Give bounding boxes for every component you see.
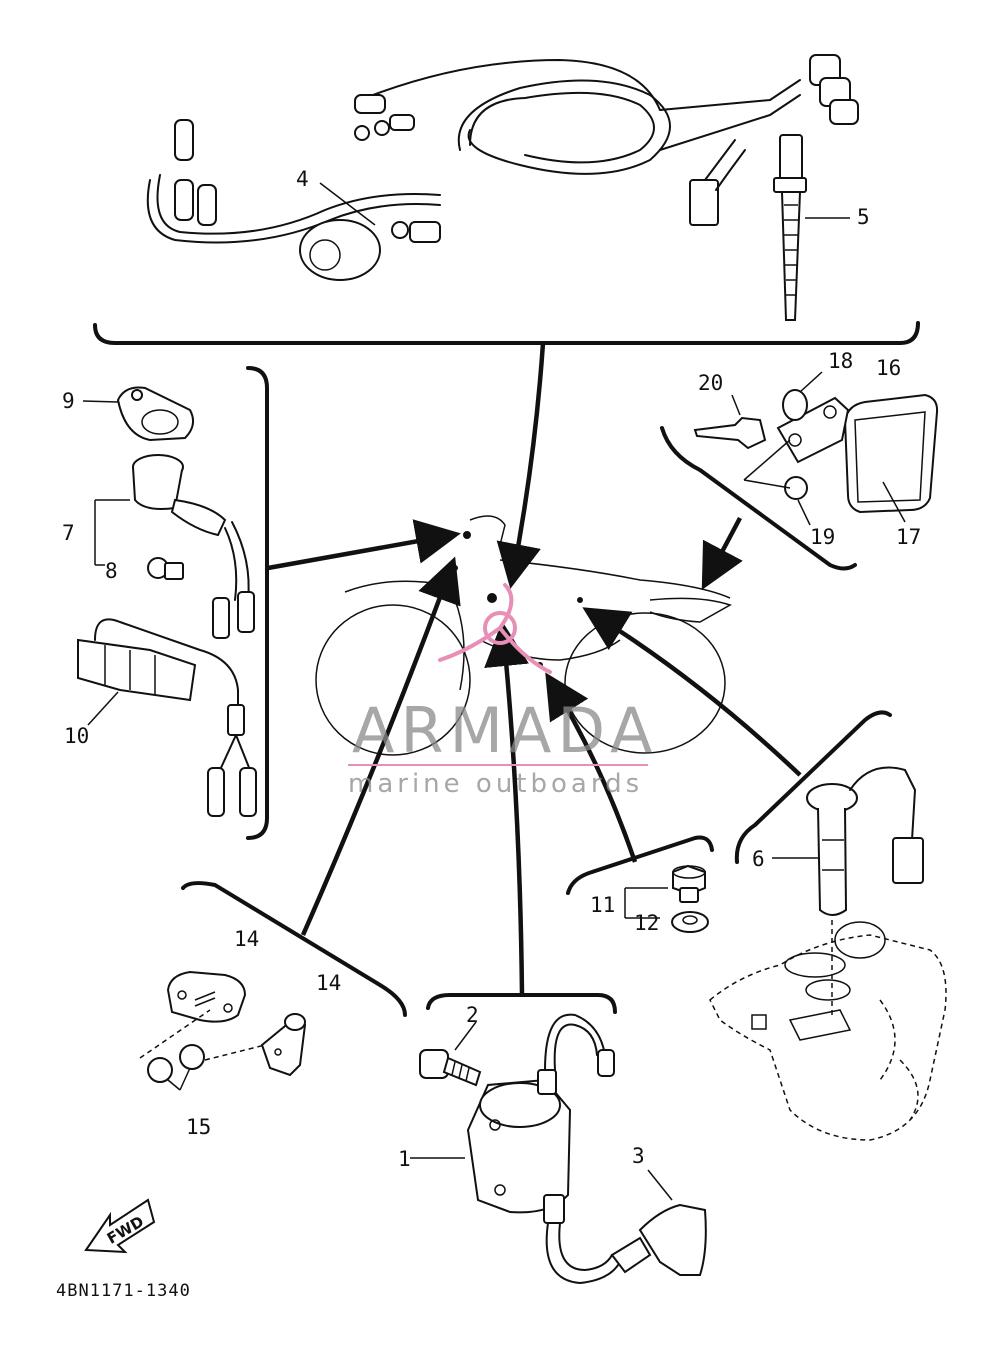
callout-10: 10 [64, 724, 89, 748]
sensor-part [806, 766, 924, 1015]
callout-4: 4 [296, 167, 309, 191]
leader-coil [484, 621, 529, 996]
coil-group-bracket [426, 993, 617, 1014]
sensor-group-bracket [734, 710, 892, 864]
callout-17: 17 [896, 525, 921, 549]
wire-harness-part [146, 54, 859, 281]
callout-1: 1 [398, 1147, 411, 1171]
diagram-code: 4BN1171-1340 [56, 1281, 191, 1301]
left-group-bracket [246, 366, 269, 840]
leader-left-group [267, 519, 461, 571]
cable-tie-part [773, 134, 807, 321]
rectifier-part [77, 618, 257, 817]
mount-plate-part [139, 970, 307, 1091]
callout-3: 3 [632, 1144, 645, 1168]
watermark-subtitle: marine outboards [348, 769, 643, 799]
leader-plate [300, 556, 461, 936]
callout-12: 12 [634, 911, 659, 935]
callout-8: 8 [105, 559, 118, 583]
callout-14-left: 14 [234, 927, 259, 951]
callout-7: 7 [62, 521, 75, 545]
callout-11: 11 [590, 893, 615, 917]
engine-case-outline [709, 921, 947, 1141]
leader-harness [496, 342, 546, 589]
armada-logo-icon [438, 583, 552, 674]
callout-leader-19 [797, 499, 811, 526]
bulb-socket-part [94, 454, 255, 639]
ignition-coil-part [410, 1013, 707, 1284]
callout-20: 20 [698, 371, 723, 395]
callout-leader-17 [882, 481, 906, 523]
callout-19: 19 [810, 525, 835, 549]
callout-leader-4 [319, 182, 376, 226]
watermark-title: ARMADA [352, 694, 658, 767]
cdi-group-bracket [660, 426, 857, 571]
bolt-group-bracket [566, 835, 714, 895]
leader-cdi [701, 516, 743, 590]
leader-sensor [582, 607, 802, 777]
fwd-arrow-icon: FWD [84, 1198, 156, 1254]
callout-leader-9 [82, 400, 119, 403]
watermark: ARMADA marine outboards [348, 583, 658, 799]
callout-18: 18 [828, 349, 853, 373]
callout-6: 6 [752, 847, 765, 871]
top-group-bracket [93, 321, 920, 345]
plate-part [116, 386, 195, 442]
bolt-washer-part [624, 864, 709, 933]
callout-5: 5 [857, 205, 870, 229]
cdi-unit-part [693, 371, 939, 514]
callout-16: 16 [876, 356, 901, 380]
bulb-icon [147, 557, 184, 580]
plate-group-bracket [181, 881, 407, 1017]
callout-9: 9 [62, 389, 75, 413]
callout-14-right: 14 [316, 971, 341, 995]
callout-2: 2 [466, 1003, 479, 1027]
callout-15: 15 [186, 1115, 211, 1139]
